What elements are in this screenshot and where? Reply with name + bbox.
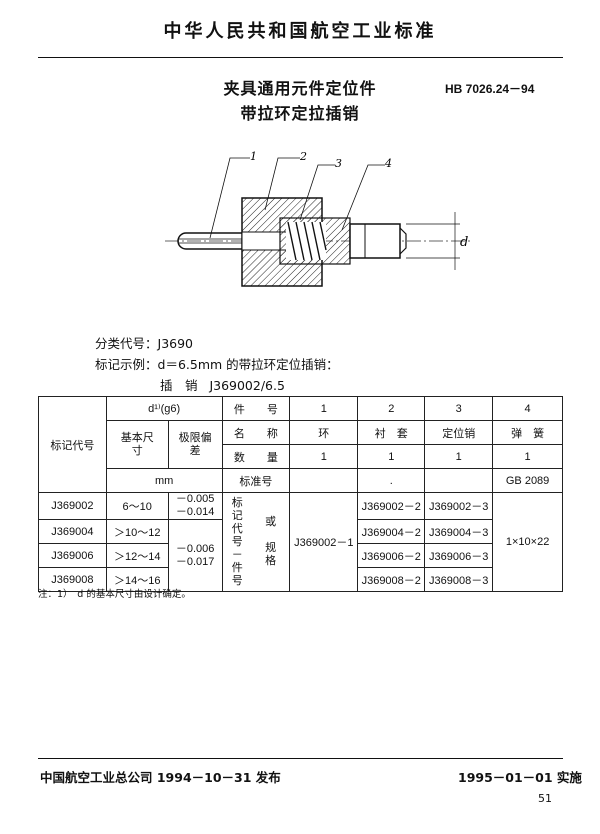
part-qty-1: 1 (289, 444, 359, 469)
part-no-4: 4 (492, 396, 563, 421)
part-std-4: GB 2089 (492, 468, 563, 493)
d-header: d¹⁾(g6) (105, 396, 223, 421)
classification-line: 分类代号：J3690 (95, 333, 193, 352)
row-size: ＞14～16 (105, 567, 169, 592)
part-std-2: . (357, 468, 426, 493)
part1-code: J369002－1 (289, 492, 359, 592)
side-label-left: 标记代号－件号 (221, 492, 252, 592)
row-code: J369006 (38, 543, 107, 568)
part-no-3: 3 (424, 396, 494, 421)
dev-group-2: －0.006－0.017 (167, 519, 223, 592)
org-header: 中华人民共和国航空工业标准 (163, 21, 437, 42)
doc-title-line2: 带拉环定拉插销 (240, 104, 360, 123)
footnote: 注：1） d 的基本尺寸由设计确定。 (38, 589, 191, 600)
part-qty-2: 1 (357, 444, 426, 469)
dev-group-1: －0.005－0.014 (167, 492, 223, 520)
leader-label-4: 4 (384, 157, 392, 170)
publisher-line: 中国航空工业总公司 1994－10－31 发布 (40, 770, 281, 785)
part-name-4: 弹 簧 (492, 420, 563, 445)
effective-date: 1995－01－01 实施 (458, 770, 582, 785)
part-name-1: 环 (289, 420, 359, 445)
example-code: J369002/6.5 (209, 378, 285, 393)
row-size: ＞12～14 (105, 543, 169, 568)
row-code: J369002 (38, 492, 107, 520)
row-p3: J369008－3 (424, 567, 494, 592)
row-p3: J369006－3 (424, 543, 494, 568)
part-qty-4: 1 (492, 444, 563, 469)
doc-title-line1: 夹具通用元件定位件 (223, 79, 377, 98)
part-no-1: 1 (289, 396, 359, 421)
classification-value: J3690 (157, 336, 194, 351)
row-code: J369004 (38, 519, 107, 544)
part-name-2: 衬 套 (357, 420, 426, 445)
part4-code: 1×10×22 (492, 492, 563, 592)
row-p2: J369004－2 (357, 519, 426, 544)
pin-drawing: 1 2 3 4 d (165, 150, 470, 287)
marking-label: 标记示例： (95, 357, 158, 372)
leader-label-3: 3 (335, 157, 342, 170)
row-size: ＞10～12 (105, 519, 169, 544)
marking-text: d＝6.5mm 的带拉环定位插销： (157, 357, 339, 372)
part-name-3: 定位销 (424, 420, 494, 445)
leader-label-1: 1 (250, 150, 257, 163)
marking-example: 插 销 J369002/6.5 (160, 375, 285, 394)
header-rule (38, 57, 563, 58)
part-no-2: 2 (357, 396, 426, 421)
pin-shaft-shape (349, 223, 401, 259)
page-number: 51 (538, 792, 552, 805)
table-row: J369008 ＞14～16 J369008－2 J369008－3 (38, 567, 563, 592)
row-p3: J369004－3 (424, 519, 494, 544)
row-p2: J369008－2 (357, 567, 426, 592)
part-std-1 (289, 468, 359, 493)
row-label-part-no: 件 号 (221, 396, 291, 421)
table-row: J369004 ＞10～12 －0.006－0.017 J369004－2 J3… (38, 519, 563, 592)
row-p2: J369006－2 (357, 543, 426, 568)
table-row: J369002 6～10 －0.005－0.014 标记代号－件号 或规格 J3… (38, 492, 563, 592)
part-std-3 (424, 468, 494, 493)
row-code: J369008 (38, 567, 107, 592)
dimension-d-label: d (460, 235, 468, 250)
spring-shape (286, 221, 327, 261)
example-name: 插 销 (160, 378, 198, 393)
row-label-name: 名 称 (221, 420, 291, 445)
row-p3: J369002－3 (424, 492, 494, 520)
row-label-qty: 数 量 (221, 444, 291, 469)
standard-code: HB 7026.24－94 (445, 82, 535, 96)
basic-size-header: 基本尺寸 (105, 420, 169, 469)
spec-table: 标记代号 d¹⁾(g6) 件 号 1 2 3 4 基本尺寸 极限偏差 名 称 环… (38, 396, 563, 592)
classification-label: 分类代号： (95, 336, 158, 351)
unit-cell: mm (105, 468, 223, 493)
leader-label-2: 2 (299, 150, 307, 163)
row-p2: J369002－2 (357, 492, 426, 520)
marking-line: 标记示例：d＝6.5mm 的带拉环定位插销： (95, 354, 339, 373)
row-size: 6～10 (105, 492, 169, 520)
side-label-right: 或规格 (251, 492, 291, 592)
part-qty-3: 1 (424, 444, 494, 469)
limit-dev-header: 极限偏差 (167, 420, 223, 469)
mark-code-header: 标记代号 (38, 396, 107, 493)
row-label-std-no: 标准号 (221, 468, 291, 493)
footer-rule (38, 758, 563, 759)
